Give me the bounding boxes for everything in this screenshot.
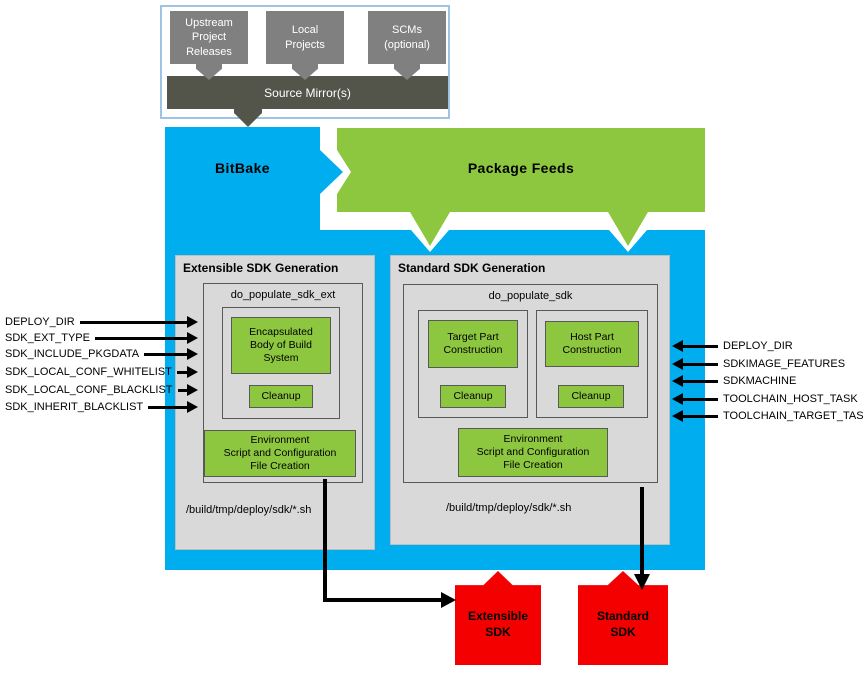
variable-row: SDK_LOCAL_CONF_WHITELIST (5, 364, 198, 380)
variable-row: SDK_EXT_TYPE (5, 330, 198, 346)
bitbake-label: BitBake (215, 160, 270, 176)
variable-row: TOOLCHAIN_TARGET_TASK (672, 408, 863, 424)
variable-row: DEPLOY_DIR (672, 338, 793, 354)
encapsulated-body-box: Encapsulated Body of Build System (231, 317, 331, 374)
variable-label: SDK_EXT_TYPE (5, 332, 90, 344)
extensible-inner-frame (222, 307, 340, 419)
extensible-panel-title: Extensible SDK Generation (183, 261, 339, 275)
arrow-left-icon (672, 410, 718, 422)
extensible-output-arrowhead (441, 592, 456, 608)
extensible-cleanup-box: Cleanup (249, 385, 313, 408)
target-part-construction-box: Target Part Construction (428, 320, 518, 368)
do-populate-sdk-label: do_populate_sdk (488, 290, 573, 302)
package-feeds-banner (337, 128, 705, 246)
variable-label: TOOLCHAIN_HOST_TASK (723, 393, 858, 405)
arrow-right-icon (79, 316, 198, 328)
standard-panel-title: Standard SDK Generation (398, 261, 546, 275)
target-part-frame (418, 310, 528, 418)
variable-row: SDK_INCLUDE_PKGDATA (5, 346, 198, 362)
variable-label: SDK_LOCAL_CONF_BLACKLIST (5, 384, 173, 396)
variable-row: SDKMACHINE (672, 373, 796, 389)
source-mirrors-box: Source Mirror(s) (167, 76, 448, 109)
scms-box: SCMs (optional) (368, 11, 446, 64)
local-projects-box: Local Projects (266, 11, 344, 64)
variable-label: SDK_INCLUDE_PKGDATA (5, 348, 140, 360)
variable-label: SDKMACHINE (723, 375, 797, 387)
package-feeds-label: Package Feeds (467, 160, 575, 176)
variable-label: TOOLCHAIN_TARGET_TASK (723, 410, 863, 422)
standard-environment-box: Environment Script and Configuration Fil… (458, 428, 608, 477)
variable-label: SDK_INHERIT_BLACKLIST (5, 401, 144, 413)
arrow-left-icon (672, 393, 718, 405)
host-part-frame (536, 310, 648, 418)
arrow-right-icon (148, 401, 198, 413)
variable-row: SDK_INHERIT_BLACKLIST (5, 399, 198, 415)
standard-sdk-output-box: Standard SDK (578, 571, 668, 665)
arrow-left-icon (672, 375, 718, 387)
variable-label: SDKIMAGE_FEATURES (723, 358, 846, 370)
variable-label: DEPLOY_DIR (5, 316, 75, 328)
upstream-project-releases-box: Upstream Project Releases (170, 11, 248, 64)
variable-row: SDK_LOCAL_CONF_BLACKLIST (5, 382, 198, 398)
standard-output-path: /build/tmp/deploy/sdk/*.sh (446, 502, 572, 514)
variable-label: DEPLOY_DIR (723, 340, 793, 352)
do-populate-sdk-ext-label: do_populate_sdk_ext (230, 289, 336, 301)
arrow-right-icon (177, 384, 198, 396)
arrow-right-icon (94, 332, 198, 344)
arrow-left-icon (672, 340, 718, 352)
variable-row: SDKIMAGE_FEATURES (672, 356, 845, 372)
down-arrow-icon (234, 107, 262, 127)
host-cleanup-box: Cleanup (558, 385, 624, 408)
arrow-right-icon (144, 348, 198, 360)
do-populate-sdk-box (403, 284, 658, 483)
variable-label: SDK_LOCAL_CONF_WHITELIST (5, 366, 172, 378)
variable-row: TOOLCHAIN_HOST_TASK (672, 391, 858, 407)
extensible-environment-box: Environment Script and Configuration Fil… (204, 430, 356, 477)
do-populate-sdk-ext-box (203, 283, 363, 483)
extensible-sdk-output-box: Extensible SDK (455, 571, 541, 665)
arrow-left-icon (672, 358, 718, 370)
variable-row: DEPLOY_DIR (5, 314, 198, 330)
host-part-construction-box: Host Part Construction (545, 321, 639, 367)
arrow-right-icon (176, 366, 198, 378)
extensible-output-path: /build/tmp/deploy/sdk/*.sh (186, 504, 312, 516)
target-cleanup-box: Cleanup (440, 385, 506, 408)
